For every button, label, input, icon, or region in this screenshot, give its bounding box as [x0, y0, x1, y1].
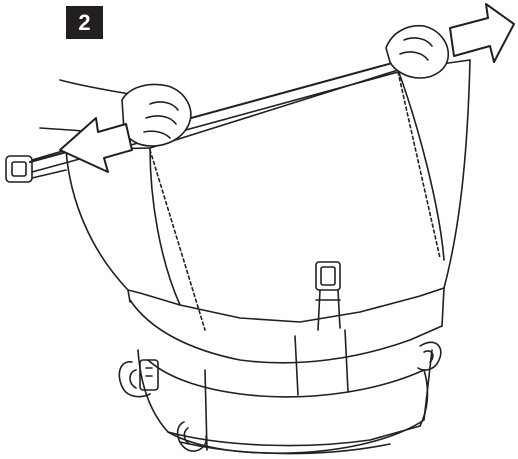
left-buckle	[5, 149, 67, 183]
right-arrow-icon	[449, 3, 515, 63]
bag-body	[127, 287, 445, 455]
right-hand	[385, 24, 449, 79]
center-strap-buckle	[315, 261, 341, 331]
bottom-left-handle	[176, 421, 208, 452]
left-side-handle	[118, 359, 159, 398]
step-number-badge: 2	[66, 6, 103, 39]
left-arrow-icon	[59, 117, 133, 173]
bottom-right-corner	[419, 369, 429, 427]
